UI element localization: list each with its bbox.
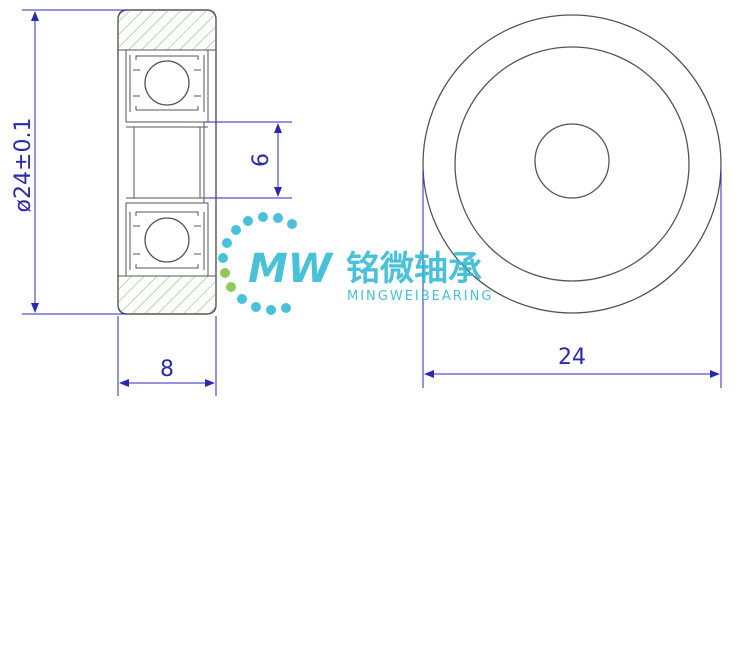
tire-hatch-bottom: [117, 275, 217, 315]
face-diameter-label: 24: [558, 345, 586, 370]
bearing-lower-section: [125, 197, 209, 277]
logo-ball-ring: [218, 212, 297, 315]
bore-circle: [534, 123, 610, 199]
width-label: 8: [160, 357, 174, 382]
ball-upper: [144, 60, 190, 106]
dimension-bore: [205, 121, 292, 199]
dimension-outer-diameter: [22, 9, 127, 315]
bore-label: 6: [249, 153, 274, 167]
logo-name-cn: 铭微轴承: [346, 249, 482, 289]
outer-diameter-label: ø24±0.1: [11, 118, 36, 213]
ball-lower: [144, 217, 190, 263]
tire-hatch-top: [117, 9, 217, 51]
logo-name-en: MINGWEIBEARING: [347, 289, 493, 304]
brand-logo-watermark: MW 铭微轴承 MINGWEIBEARING: [218, 212, 493, 315]
side-section-view: [117, 9, 217, 315]
bore-lines: [133, 122, 205, 203]
logo-mark-text: MW: [248, 246, 334, 292]
inner-hub-circle: [454, 46, 690, 282]
outer-tire-circle: [422, 14, 722, 314]
dimension-width: [117, 316, 217, 396]
front-view: [422, 14, 722, 314]
dimension-face-diameter: [422, 170, 722, 388]
bearing-upper-section: [125, 49, 209, 128]
